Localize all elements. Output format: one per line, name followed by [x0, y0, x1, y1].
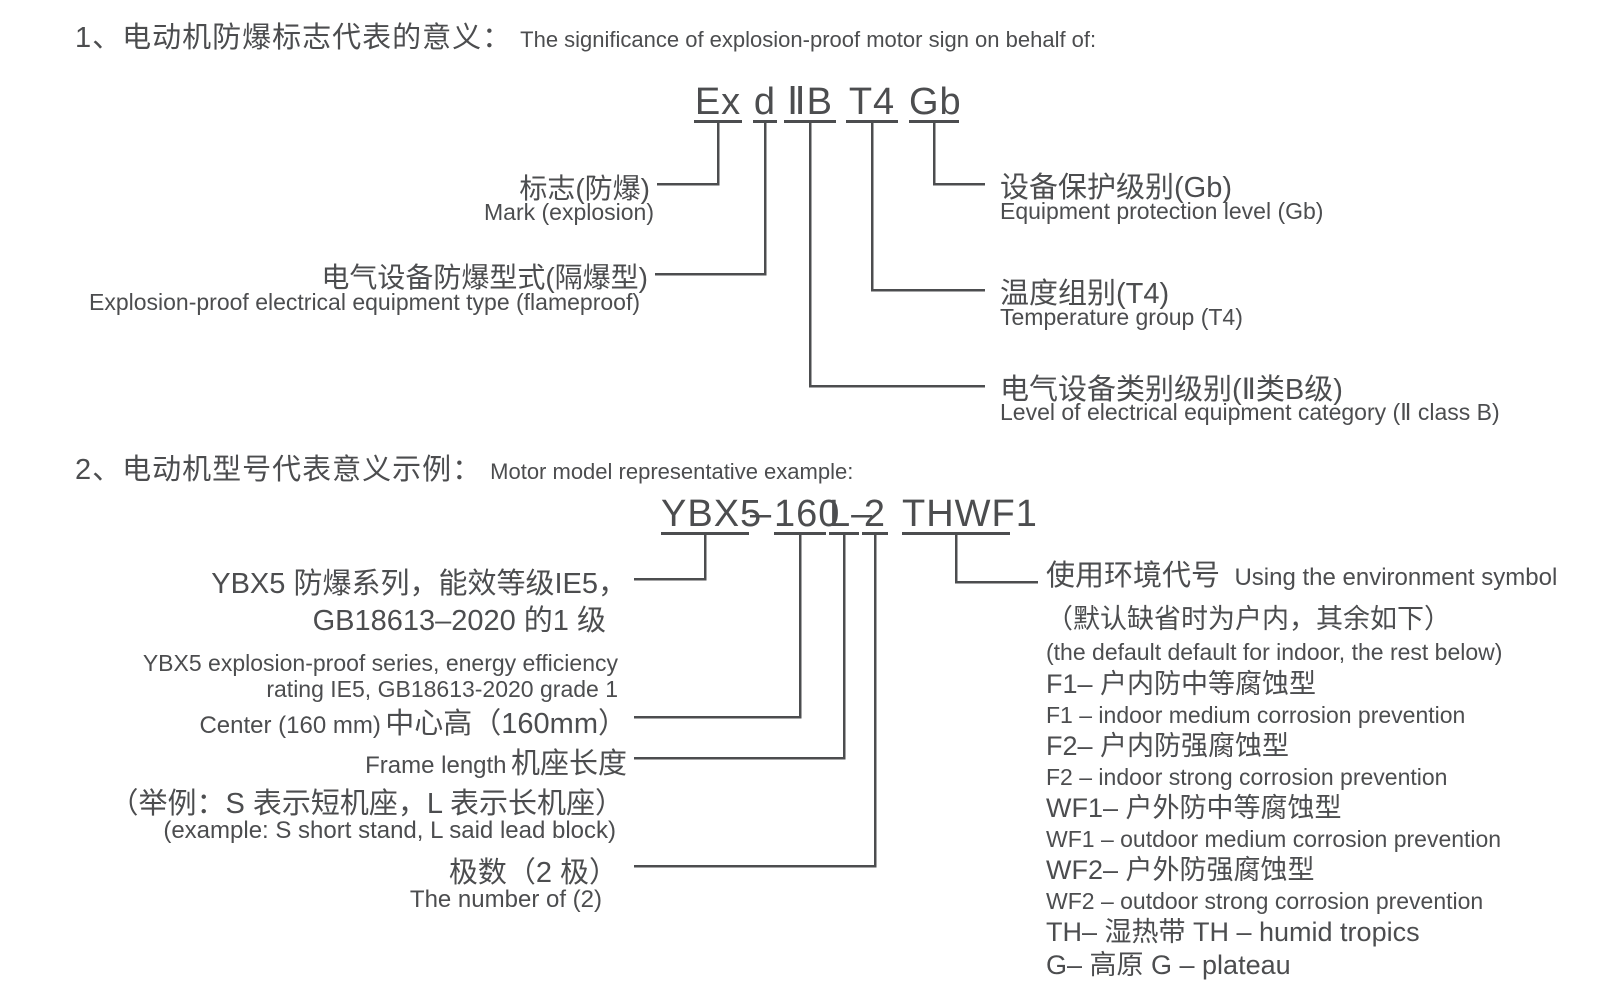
label-frame-en: Frame length — [365, 752, 507, 779]
label-frame-zh: 机座长度 — [510, 748, 627, 780]
label-type-zh: 电气设备防爆型式(隔爆型) — [321, 262, 648, 293]
section2-title-en: Motor model representative example: — [490, 459, 854, 484]
code-part-iib: ⅡB — [784, 82, 836, 123]
env-title-zh: 使用环境代号 — [1046, 560, 1221, 592]
code-part-dash: – — [750, 493, 773, 535]
label-poles-zh: 极数（2 极） — [448, 857, 618, 889]
line-iib-to-category — [808, 122, 985, 388]
label-type-en: Explosion-proof electrical equipment typ… — [89, 289, 640, 315]
label-protection-en: Equipment protection level (Gb) — [1000, 198, 1324, 224]
env-item-f2-zh: F2– 户内防强腐蚀型 — [1046, 731, 1290, 761]
line-t4-to-temperature — [870, 122, 985, 292]
label-example-en: (example: S short stand, L said lead blo… — [163, 817, 616, 844]
env-item-g: G– 高原 G – plateau — [1046, 950, 1291, 980]
label-series-en2: rating IE5, GB18613-2020 grade 1 — [266, 676, 618, 702]
code-part-environment: THWF1 — [902, 493, 1038, 535]
env-item-f1-en: F1 – indoor medium corrosion prevention — [1046, 702, 1466, 728]
line-d-to-type — [655, 122, 767, 276]
label-example-zh: （举例：S 表示短机座，L 表示长机座） — [109, 788, 624, 820]
code-part-frame-length: L– — [829, 493, 874, 535]
env-title: 使用环境代号 Using the environment symbol — [1046, 556, 1600, 601]
section1-title: 1、电动机防爆标志代表的意义： The significance of expl… — [75, 14, 1096, 56]
label-category-en: Level of electrical equipment category (… — [1000, 399, 1500, 425]
line-ybx5-to-series — [634, 535, 707, 581]
label-temperature-zh: 温度组别(T4) — [1000, 278, 1170, 310]
label-category-zh: 电气设备类别级别(Ⅱ类B级) — [1000, 374, 1343, 406]
code-part-series: YBX5 — [661, 493, 763, 535]
env-item-wf2-en: WF2 – outdoor strong corrosion preventio… — [1046, 888, 1484, 914]
line-ex-to-mark — [657, 122, 720, 186]
env-item-wf1-en: WF1 – outdoor medium corrosion preventio… — [1046, 826, 1502, 852]
code-part-t4: T4 — [846, 82, 898, 123]
code-part-gb: Gb — [909, 81, 962, 123]
label-center-zh: 中心高（160mm） — [385, 708, 627, 740]
env-note-zh: （默认缺省时为户内，其余如下） — [1046, 604, 1451, 634]
env-item-th: TH– 湿热带 TH – humid tropics — [1046, 917, 1420, 947]
label-frame-length: Frame length 机座长度 — [365, 740, 627, 782]
env-item-f1-zh: F1– 户内防中等腐蚀型 — [1046, 669, 1317, 699]
label-series-zh1: YBX5 防爆系列，能效等级IE5， — [211, 568, 627, 600]
env-item-f2-en: F2 – indoor strong corrosion prevention — [1046, 764, 1448, 790]
label-poles-en: The number of (2) — [409, 886, 602, 913]
section1-title-en: The significance of explosion-proof moto… — [520, 27, 1097, 52]
section1-title-zh: 1、电动机防爆标志代表的意义： — [75, 22, 513, 54]
line-gb-to-protection — [932, 122, 985, 186]
label-center-height: Center (160 mm) 中心高（160mm） — [199, 700, 627, 742]
label-center-en: Center (160 mm) — [199, 712, 381, 739]
section2-title: 2、电动机型号代表意义示例： Motor model representativ… — [75, 446, 853, 488]
section2-title-zh: 2、电动机型号代表意义示例： — [75, 454, 483, 486]
label-series-en1: YBX5 explosion-proof series, energy effi… — [142, 650, 618, 676]
label-series-zh2: GB18613–2020 的1 级 — [312, 605, 606, 637]
nomenclature-page: { "page": {"ink": "#4c4d4f", "background… — [75, 14, 1558, 980]
code-part-center-height: 160 — [774, 493, 841, 535]
env-title-en: Using the environment symbol — [1234, 564, 1558, 591]
env-note-en: (the default default for indoor, the res… — [1046, 639, 1503, 665]
line-l-to-frame-length — [634, 535, 846, 760]
label-protection-zh: 设备保护级别(Gb) — [1000, 172, 1233, 204]
env-item-wf1-zh: WF1– 户外防中等腐蚀型 — [1046, 793, 1342, 823]
line-160-to-center-height — [634, 535, 802, 719]
line-2-to-poles — [634, 535, 877, 868]
code-part-poles: 2 — [862, 493, 888, 535]
env-item-wf2-zh: WF2– 户外防强腐蚀型 — [1046, 855, 1315, 885]
environment-code-list: 使用环境代号 Using the environment symbol （默认缺… — [1046, 556, 1600, 982]
label-mark-zh: 标志(防爆) — [519, 173, 650, 204]
code-part-d: d — [753, 81, 777, 123]
line-thwf1-to-environment — [954, 535, 1038, 584]
code-part-ex: Ex — [694, 81, 742, 123]
label-mark-en: Mark (explosion) — [484, 199, 654, 225]
label-temperature-en: Temperature group (T4) — [1000, 304, 1243, 330]
